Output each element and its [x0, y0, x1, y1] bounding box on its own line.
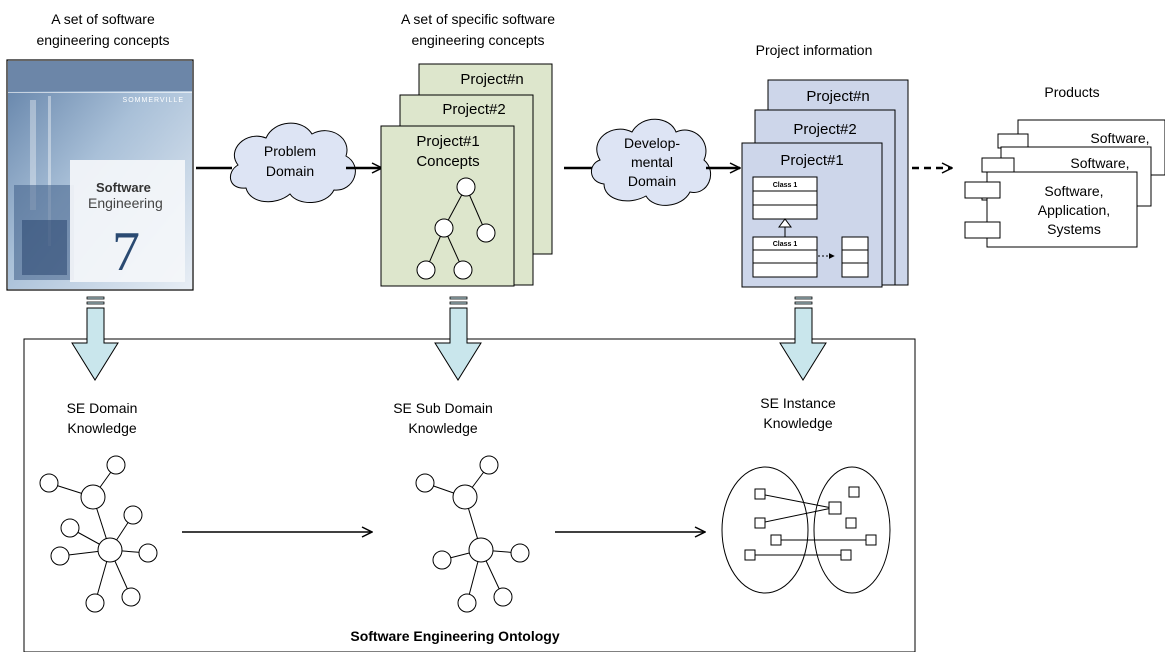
developmental-domain-line3: Domain: [628, 173, 676, 189]
product-front-label3: Systems: [1047, 221, 1101, 237]
book-author: SOMMERVILLE: [123, 97, 184, 104]
col1-caption-line1: A set of software: [51, 11, 155, 27]
concept-card-back-label: Project#n: [460, 71, 523, 88]
domain-knowledge-line2: Knowledge: [67, 420, 136, 436]
down-arrow-instance: [779, 296, 827, 381]
developmental-domain-cloud: Develop- mental Domain: [591, 118, 711, 206]
book-edition: 7: [112, 221, 140, 283]
subdomain-knowledge-line2: Knowledge: [408, 420, 477, 436]
products-stack: Software, Software, Software, Applicatio…: [964, 119, 1165, 248]
textbook-cover: SOMMERVILLE Software Engineering 7: [6, 59, 194, 291]
ontology-title: Software Engineering Ontology: [350, 628, 559, 644]
subdomain-knowledge-line1: SE Sub Domain: [393, 400, 493, 416]
concept-cards: Project#n Project#2 Project#1 Concepts: [380, 63, 553, 287]
concept-card-front-label2: Concepts: [416, 153, 479, 170]
problem-domain-line2: Domain: [266, 163, 314, 179]
developmental-domain-line2: mental: [631, 154, 673, 170]
subdomain-knowledge-graph: [415, 455, 530, 613]
down-arrows: [71, 296, 827, 381]
col3-caption: Project information: [756, 42, 873, 58]
product-front-label2: Application,: [1038, 202, 1110, 218]
instance-knowledge-graph: [721, 466, 891, 594]
class-label-top: Class 1: [773, 182, 798, 189]
down-arrow-domain: [71, 296, 119, 381]
instance-knowledge-line1: SE Instance: [760, 395, 836, 411]
col4-caption: Products: [1044, 84, 1099, 100]
col2-caption-line1: A set of specific software: [401, 11, 555, 27]
concept-card-middle-label: Project#2: [442, 101, 505, 118]
project-card-front-label: Project#1: [780, 152, 843, 169]
project-card-middle-label: Project#2: [793, 121, 856, 138]
domain-knowledge-graph: [39, 455, 158, 613]
down-arrow-subdomain: [434, 296, 482, 381]
book-title-line2: Engineering: [88, 195, 163, 211]
domain-knowledge-line1: SE Domain: [67, 400, 138, 416]
product-front-label1: Software,: [1044, 183, 1103, 199]
product-back-label: Software,: [1090, 130, 1149, 146]
product-middle-label: Software,: [1070, 155, 1129, 171]
class-label-bottom: Class 1: [773, 241, 798, 248]
problem-domain-line1: Problem: [264, 143, 316, 159]
class-diagram: Class 1 Class 1: [752, 176, 869, 278]
problem-domain-cloud: Problem Domain: [230, 122, 356, 203]
instance-knowledge-line2: Knowledge: [763, 415, 832, 431]
concept-card-front-label1: Project#1: [416, 133, 479, 150]
concept-tree: [416, 177, 496, 280]
project-cards: Project#n Project#2 Project#1 Class 1 Cl…: [741, 79, 909, 288]
ontology-box: [23, 338, 916, 652]
col1-caption-line2: engineering concepts: [36, 32, 169, 48]
book-title-line1: Software: [96, 180, 151, 195]
col2-caption-line2: engineering concepts: [411, 32, 544, 48]
project-card-back-label: Project#n: [806, 88, 869, 105]
developmental-domain-line1: Develop-: [624, 135, 680, 151]
